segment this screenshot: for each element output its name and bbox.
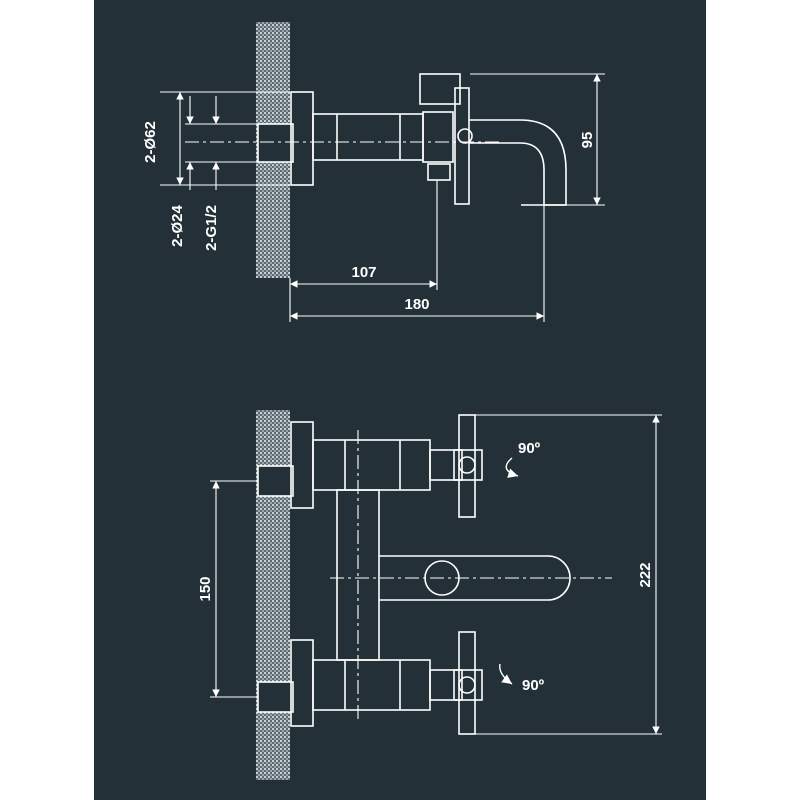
diameter-dims (160, 91, 290, 190)
label-rotation-lower: 90º (522, 677, 545, 694)
rotation-arrow-lower (499, 663, 513, 685)
flange-upper (290, 421, 314, 509)
rotation-arrow-upper (505, 457, 519, 478)
label-height: 95 (579, 132, 596, 149)
inlet-upper (257, 465, 294, 497)
label-inlet-spacing: 150 (197, 576, 214, 601)
label-wall-to-spout: 180 (404, 296, 429, 313)
label-diameter-flange: 2-Ø62 (142, 121, 159, 163)
inlet-spacing-dim (210, 480, 258, 698)
handle-knob-upper (458, 456, 476, 474)
handle-knob-lower (458, 676, 476, 694)
wall-flange-side (290, 91, 314, 186)
inlet-pipe-side (257, 123, 294, 163)
inlet-lower (257, 681, 294, 713)
top-view (210, 410, 662, 780)
valve-body-lower (312, 659, 431, 711)
handle-knob-side (457, 128, 473, 144)
drawing-sheet: 2-Ø62 2-Ø24 2-G1/2 95 107 180 (94, 0, 706, 800)
length-dims (289, 180, 545, 322)
handle-lever-side (454, 87, 470, 205)
label-diameter-pipe: 2-Ø24 (169, 205, 186, 247)
height-dim (470, 73, 605, 206)
label-total-length: 222 (637, 562, 654, 587)
side-view (160, 22, 605, 322)
spout-side (469, 119, 567, 206)
flange-lower (290, 639, 314, 727)
total-length-dim (475, 414, 662, 735)
label-thread: 2-G1/2 (203, 205, 220, 251)
label-rotation-upper: 90º (518, 440, 541, 457)
label-wall-to-valve: 107 (351, 264, 376, 281)
valve-body-upper (312, 439, 431, 491)
spout-top (379, 555, 571, 601)
valve-body-side (312, 113, 424, 161)
technical-drawing: 2-Ø62 2-Ø24 2-G1/2 95 107 180 (142, 22, 662, 780)
